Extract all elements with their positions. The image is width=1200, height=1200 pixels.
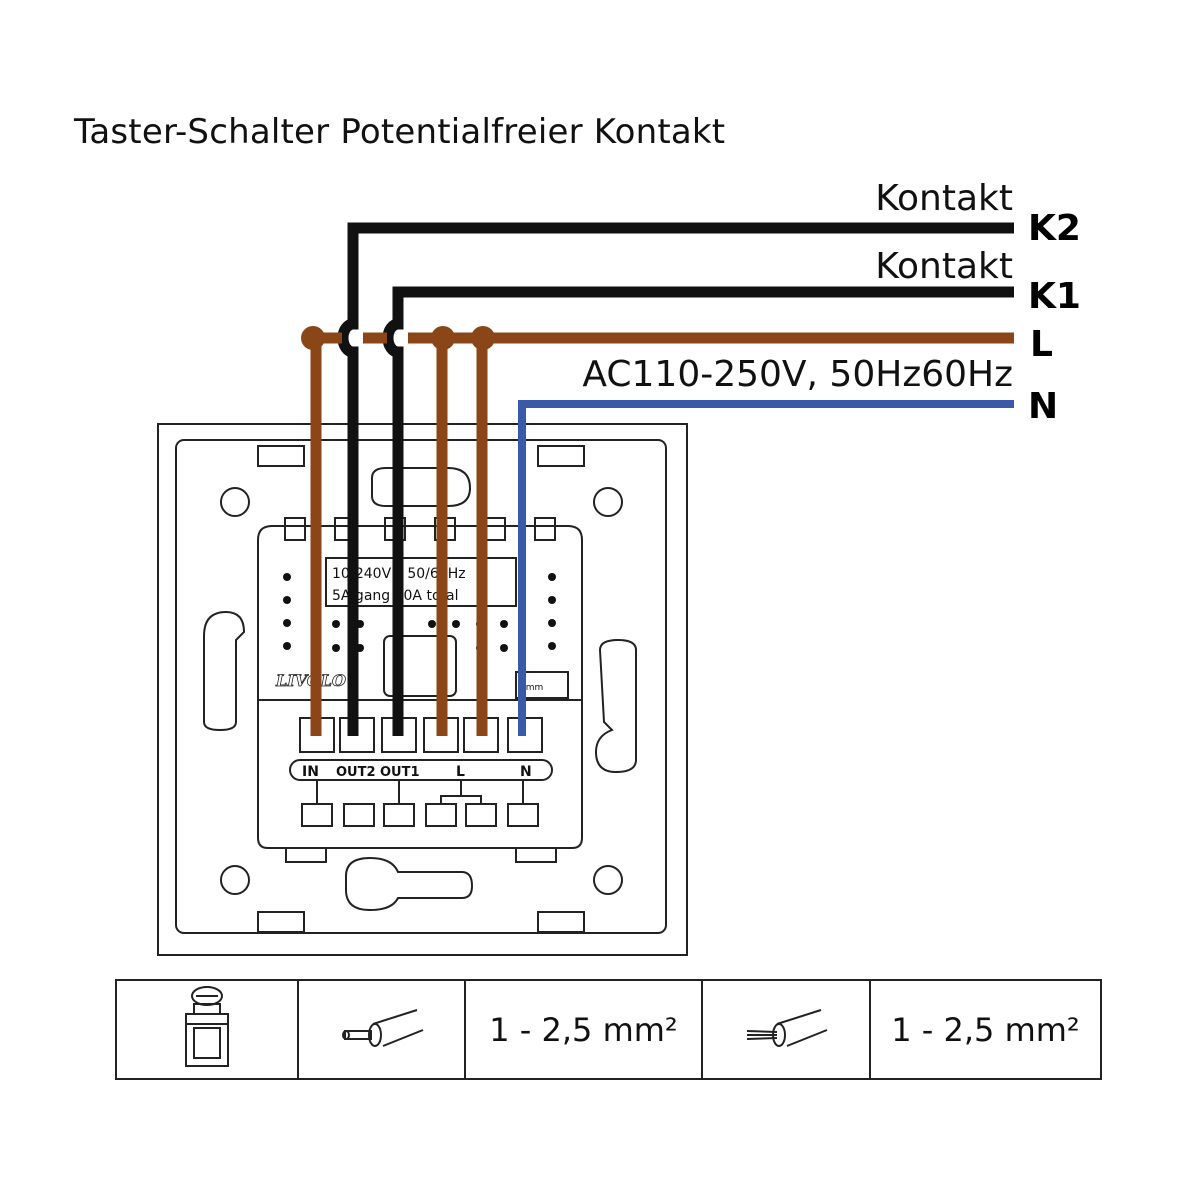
- terminal-label-in: IN: [302, 764, 319, 780]
- terminal-clamp-cell: [115, 979, 299, 1080]
- wire-l-junctions: [301, 326, 495, 350]
- wire-k1: [382, 286, 1014, 736]
- wire-label-k2: Kontakt: [875, 178, 1013, 219]
- strip-gauge-text: 8mm: [520, 683, 543, 693]
- terminal-label-n: N: [520, 764, 532, 780]
- wire-code-l: L: [1030, 324, 1053, 365]
- stranded-wire-icon: [746, 1008, 828, 1047]
- terminal-label-l: L: [456, 764, 465, 780]
- terminal-label-out2: OUT2: [336, 765, 376, 780]
- wire-label-k1: Kontakt: [875, 246, 1013, 287]
- wire-code-k2: K2: [1028, 208, 1081, 249]
- stranded-wire-icon-cell: [701, 979, 871, 1080]
- wire-code-k1: K1: [1028, 276, 1081, 317]
- diagram-title: Taster-Schalter Potentialfreier Kontakt: [74, 112, 726, 152]
- solid-wire-spec-cell: 1 - 2,5 mm²: [464, 979, 703, 1080]
- stranded-wire-spec-cell: 1 - 2,5 mm²: [869, 979, 1102, 1080]
- solid-wire-spec: 1 - 2,5 mm²: [489, 1010, 678, 1049]
- solid-wire-icon: [341, 1008, 423, 1047]
- screw-terminal-icon: [185, 985, 229, 1067]
- stranded-wire-spec: 1 - 2,5 mm²: [891, 1010, 1080, 1049]
- wire-n: [518, 400, 1014, 736]
- wire-spec-table: 1 - 2,5 mm² 1 - 2,5 mm²: [115, 979, 1102, 1080]
- terminal-label-out1: OUT1: [380, 765, 420, 780]
- wire-k2: [337, 222, 1014, 736]
- switch-back-plate: [157, 423, 688, 956]
- wire-code-n: N: [1028, 386, 1059, 427]
- wiring-diagram: 10-240V~ 50/60Hz 5A gang 10A total LIVOL…: [157, 222, 1014, 956]
- wire-l: [310, 332, 1014, 736]
- solid-wire-icon-cell: [297, 979, 466, 1080]
- wire-label-n: AC110-250V, 50Hz60Hz: [582, 354, 1013, 395]
